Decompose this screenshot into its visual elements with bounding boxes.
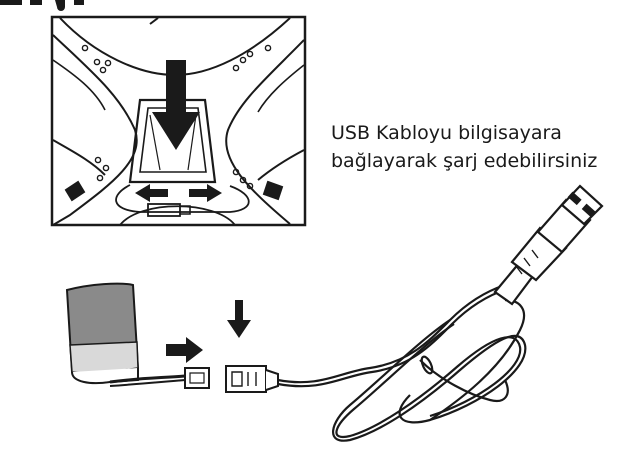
cable-plug [225, 365, 279, 393]
connector [147, 203, 181, 217]
usb-plug-icon [493, 184, 604, 306]
down-arrow-icon [227, 300, 251, 338]
instruction-line-2: bağlayarak şarj edebilirsiniz [331, 150, 598, 172]
arm-left [53, 34, 138, 224]
heading-fragment [0, 0, 84, 11]
battery-pack-icon [65, 282, 210, 389]
arm-right [225, 39, 304, 224]
usb-cable [277, 283, 527, 442]
right-arrow-icon [166, 337, 203, 363]
instruction-line-1: USB Kabloyu bilgisayara [331, 122, 562, 144]
instruction-text: USB Kabloyu bilgisayara bağlayarak şarj … [331, 119, 631, 175]
left-right-arrows-icon [135, 184, 222, 202]
down-arrow-icon [152, 60, 200, 150]
drone-panel [50, 15, 307, 227]
